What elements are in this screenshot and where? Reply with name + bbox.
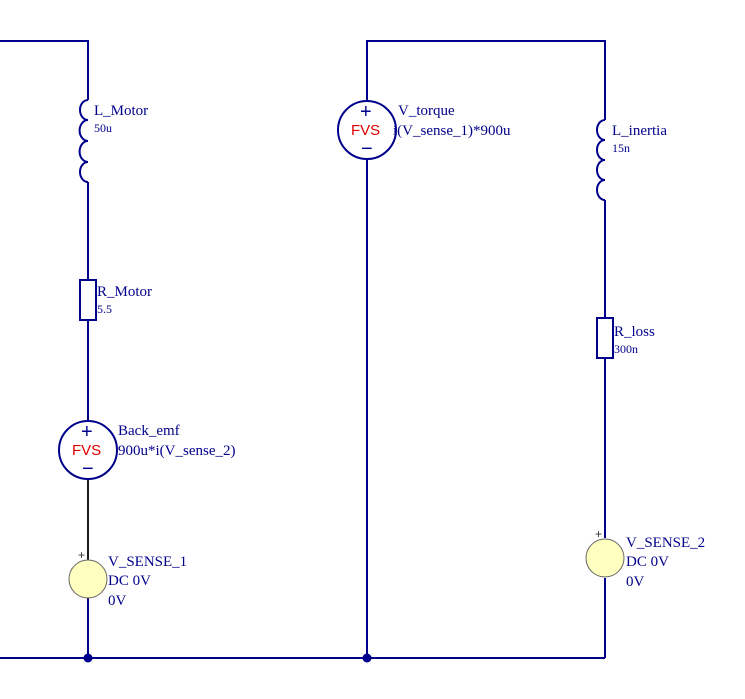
node-junction-left[interactable] [83,653,93,663]
l-motor-value: 50u [94,121,112,135]
v-torque-name: V_torque [398,103,455,119]
l-inertia-name: L_inertia [612,123,667,139]
back-emf-minus-sign: − [82,458,94,480]
l-motor-name: L_Motor [94,103,148,119]
dc-source-v-sense-2[interactable]: + V_SENSE_2 DC 0V 0V [585,527,705,590]
v-torque-fvs-symbol: FVS [351,122,380,139]
v-sense-1-name: V_SENSE_1 [108,554,187,570]
fvs-source-back-emf[interactable]: + − FVS Back_emf 900u*i(V_sense_2) [58,420,235,480]
l-inertia-value: 15n [612,141,630,155]
v-sense-2-value: DC 0V [626,554,669,570]
v-sense-2-value2: 0V [626,574,645,590]
r-loss-value: 300n [614,342,638,356]
v-sense-1-plus-sign: + [78,548,85,562]
back-emf-plus-sign: + [81,421,93,443]
v-torque-plus-sign: + [360,101,372,123]
dc-source-v-sense-1[interactable]: + V_SENSE_1 DC 0V 0V [68,548,187,609]
r-loss-name: R_loss [614,324,655,340]
fvs-source-v-torque[interactable]: + − FVS V_torque i(V_sense_1)*900u [337,100,511,160]
back-emf-fvs-symbol: FVS [72,442,101,459]
r-motor-name: R_Motor [97,284,152,300]
back-emf-name: Back_emf [118,423,180,439]
inductor-l-motor[interactable]: L_Motor 50u [78,99,149,183]
v-torque-value: i(V_sense_1)*900u [393,123,511,139]
resistor-r-motor[interactable]: R_Motor 5.5 [79,279,152,321]
v-sense-1-value2: 0V [108,593,127,609]
v-torque-minus-sign: − [361,138,373,160]
node-junction-middle[interactable] [362,653,372,663]
middle-branch-wires [366,40,606,658]
v-sense-2-plus-sign: + [595,527,602,541]
r-motor-value: 5.5 [97,302,112,316]
left-branch-wires [0,40,89,658]
back-emf-value: 900u*i(V_sense_2) [118,443,235,459]
resistor-r-loss[interactable]: R_loss 300n [596,317,655,359]
v-sense-1-value: DC 0V [108,573,151,589]
v-sense-2-name: V_SENSE_2 [626,535,705,551]
inductor-l-inertia[interactable]: L_inertia 15n [596,119,667,201]
